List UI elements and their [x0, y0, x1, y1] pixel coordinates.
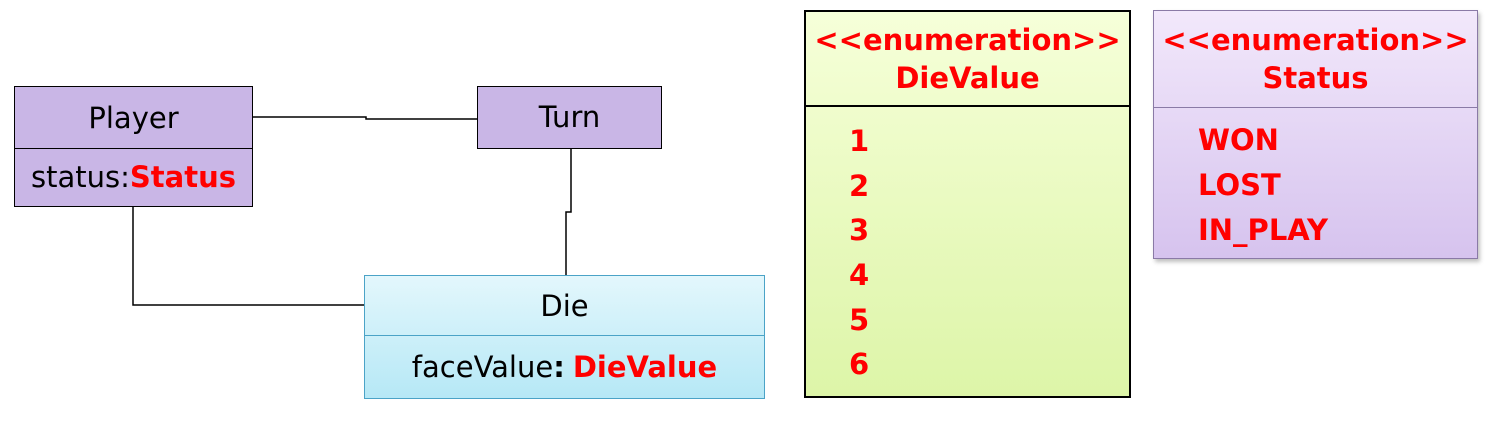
- status-literal: IN_PLAY: [1198, 213, 1328, 247]
- player-attribute-type: Status: [129, 160, 236, 194]
- association-turn-die: [565, 149, 572, 275]
- status-literal: WON: [1198, 123, 1279, 157]
- player-class[interactable]: Player status:Status: [14, 86, 253, 207]
- association-player-die: [132, 207, 364, 306]
- dievalue-literal: 3: [849, 213, 870, 248]
- dievalue-values: 1 2 3 4 5 6: [806, 107, 1129, 387]
- dievalue-enumeration[interactable]: <<enumeration>> DieValue 1 2 3 4 5 6: [804, 10, 1131, 398]
- die-class-header: Die: [365, 276, 764, 336]
- die-attribute-colon: :: [553, 349, 565, 384]
- dievalue-enum-name: DieValue: [895, 60, 1040, 95]
- dievalue-stereotype: <<enumeration>>: [814, 22, 1121, 57]
- association-player-turn: [253, 116, 477, 120]
- status-enum-header: <<enumeration>> Status: [1154, 11, 1477, 108]
- status-literal: LOST: [1198, 168, 1281, 202]
- turn-class-name: Turn: [538, 100, 601, 134]
- dievalue-literal: 1: [849, 124, 870, 158]
- die-class-name: Die: [540, 288, 589, 323]
- die-attribute-name: faceValue: [411, 349, 554, 384]
- player-status-attribute: status:Status: [15, 149, 252, 205]
- status-stereotype: <<enumeration>>: [1162, 23, 1469, 57]
- status-values: WON LOST IN_PLAY: [1154, 108, 1477, 253]
- status-enumeration[interactable]: <<enumeration>> Status WON LOST IN_PLAY: [1153, 10, 1478, 259]
- player-class-header: Player: [15, 87, 252, 149]
- player-class-name: Player: [88, 100, 179, 135]
- die-facevalue-attribute: faceValue:DieValue: [365, 336, 764, 397]
- player-attribute-name: status:: [31, 160, 130, 194]
- dievalue-literal: 5: [849, 302, 870, 337]
- die-attribute-type: DieValue: [572, 349, 718, 384]
- status-enum-name: Status: [1262, 61, 1369, 95]
- dievalue-enum-header: <<enumeration>> DieValue: [806, 12, 1129, 107]
- turn-class[interactable]: Turn: [477, 86, 662, 149]
- turn-class-header: Turn: [478, 87, 661, 147]
- die-class[interactable]: Die faceValue:DieValue: [364, 275, 765, 399]
- dievalue-literal: 6: [849, 347, 870, 382]
- dievalue-literal: 2: [849, 168, 870, 203]
- dievalue-literal: 4: [849, 258, 870, 293]
